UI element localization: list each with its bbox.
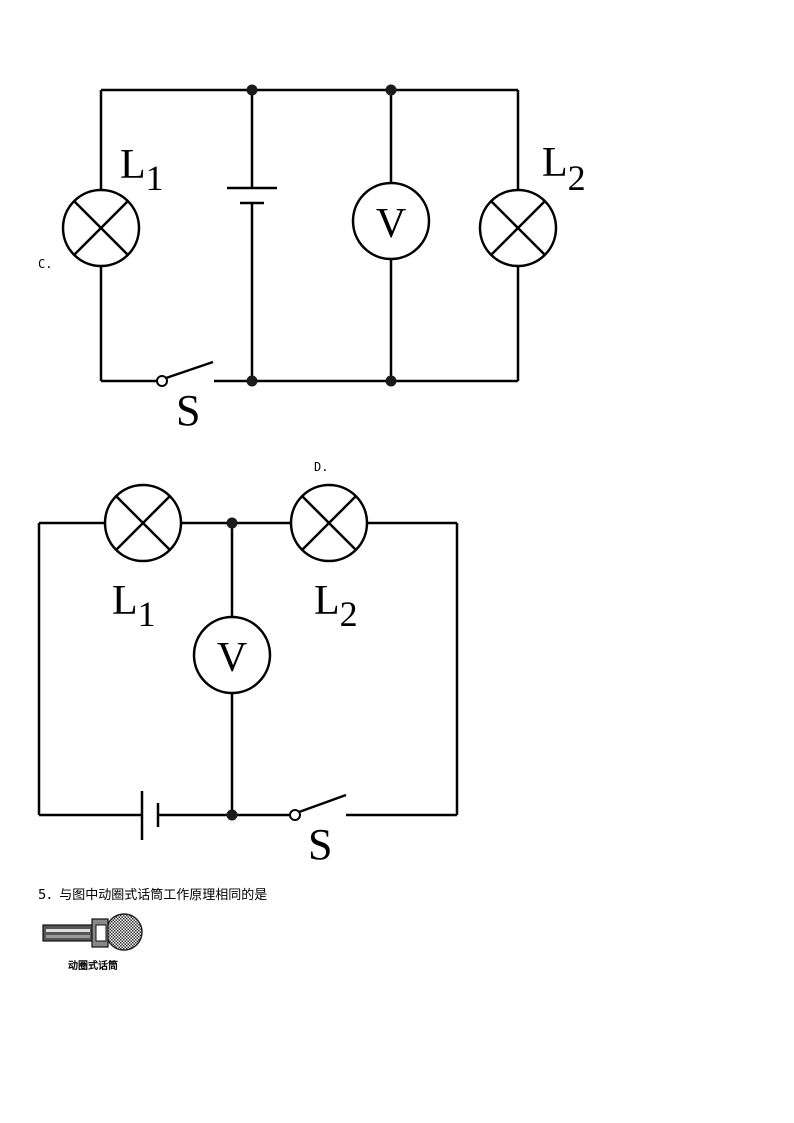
junction-dot [226, 517, 238, 529]
voltmeter-label: V [376, 201, 406, 247]
microphone-caption: 动圈式话筒 [68, 961, 118, 972]
microphone-magnet-icon [95, 924, 107, 942]
microphone-handle-stripe [46, 935, 90, 938]
circuit-d: D. L1 L2 V [37, 460, 459, 869]
microphone-handle-stripe [46, 929, 90, 932]
lamp-l1-icon [103, 483, 183, 563]
option-c-label: C. [38, 257, 52, 271]
lamp-l1-icon [61, 188, 141, 268]
question-5-text: 5．与图中动圈式话筒工作原理相同的是 [38, 888, 268, 903]
lamp-l2-icon [478, 188, 558, 268]
lamp-l2-label: L2 [542, 140, 586, 198]
circuit-c: C. L1 S V [38, 84, 586, 435]
junction-dot [246, 84, 258, 96]
junction-dot [385, 84, 397, 96]
junction-dot [226, 809, 238, 821]
junction-dot [246, 375, 258, 387]
option-d-label: D. [314, 460, 328, 474]
switch-label: S [176, 386, 200, 435]
switch-icon[interactable] [289, 793, 347, 821]
microphone-head-icon [105, 913, 143, 951]
lamp-l1-label: L1 [112, 578, 156, 634]
battery-icon [227, 186, 277, 205]
battery-icon [140, 791, 160, 840]
microphone-figure [42, 913, 143, 951]
lamp-l2-label: L2 [314, 578, 358, 634]
lamp-l1-label: L1 [120, 142, 164, 198]
switch-label: S [308, 820, 332, 869]
switch-icon[interactable] [156, 360, 214, 387]
junction-dot [385, 375, 397, 387]
lamp-l2-icon [289, 483, 369, 563]
microphone-handle-icon [42, 924, 94, 942]
voltmeter-label: V [217, 635, 247, 681]
